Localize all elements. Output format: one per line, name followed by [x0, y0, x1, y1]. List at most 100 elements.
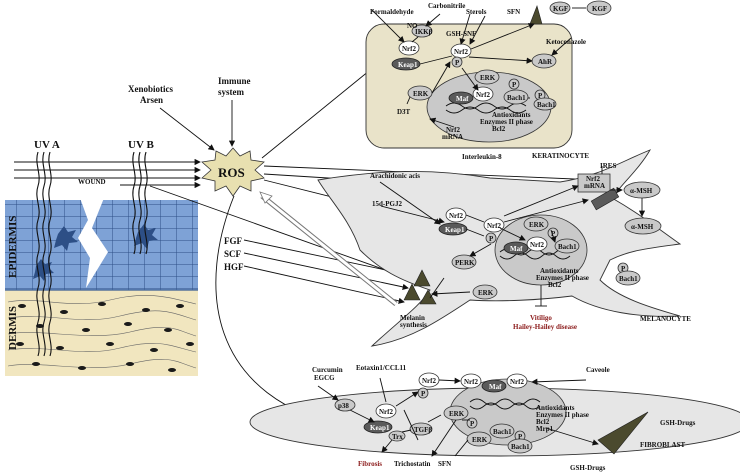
k-mrna-2: mRNA	[442, 133, 463, 141]
uv-a-rays	[36, 151, 52, 357]
m-arach-label: Arachidonic acis	[370, 172, 420, 180]
fgf-label: FGF	[224, 236, 242, 246]
melanin-to-ros-arrow	[259, 191, 398, 306]
epidermis-label: EPIDERMIS	[7, 216, 19, 278]
k-nrf2-a: Nrf2	[402, 45, 416, 53]
k-p3: P	[538, 92, 543, 100]
m-mrna-1: Nrf2	[586, 175, 600, 183]
k-bach1-a: Bach1	[507, 94, 526, 102]
f-erk-1: ERK	[449, 410, 465, 418]
xenobiotics-label: Xenobiotics	[128, 84, 173, 94]
arsen-label: Arsen	[140, 95, 163, 105]
m-antiox-2: Enzymes II phase	[536, 274, 589, 282]
uva-label: UV A	[34, 139, 60, 151]
f-egcg-label: EGCG	[314, 374, 335, 382]
f-erk-2: ERK	[472, 436, 488, 444]
f-keap1: Keap1	[370, 424, 390, 432]
f-curcumin-label: Curcumin	[312, 366, 343, 374]
k-maf: Maf	[456, 95, 469, 103]
ikkb-label: IKKβ	[415, 28, 433, 36]
m-perk: PERK	[455, 259, 475, 267]
f-nrf2-b: Nrf2	[422, 377, 436, 385]
dermis-cells	[16, 302, 194, 372]
m-maf: Maf	[510, 245, 523, 253]
k-p1: P	[455, 59, 460, 67]
wound-gap	[78, 198, 108, 288]
carbonitrile-label: Carbonitrile	[428, 2, 465, 10]
f-maf: Maf	[489, 383, 502, 391]
kgf-label-1: KGF	[553, 5, 568, 13]
fibroblast-cell: Curcumin EGCG Eotaxin1/CCL11 Caveole p38…	[249, 364, 740, 472]
ros-label: ROS	[218, 165, 245, 180]
f-eotaxin-label: Eotaxin1/CCL11	[356, 364, 407, 372]
no-label: NO	[407, 22, 418, 30]
k-il8: Interleukin-8	[462, 153, 502, 161]
k-erk-2: ERK	[480, 74, 496, 82]
f-p3: P	[518, 433, 523, 441]
f-caveole-label: Caveole	[586, 366, 610, 374]
m-bach1-a: Bach1	[558, 243, 577, 251]
scf-label: SCF	[224, 249, 242, 259]
melanocyte-title: MELANOCYTE	[640, 315, 691, 323]
keratinocyte-cell: Formaldehyde Carbonitrile Sterols SFN NO…	[365, 0, 612, 161]
m-p2: P	[551, 230, 556, 238]
m-p3: P	[621, 265, 626, 273]
wound-label: WOUND	[78, 178, 106, 186]
hgf-label: HGF	[224, 262, 244, 272]
keratinocyte-title: KERATINOCYTE	[532, 152, 589, 160]
m-antiox-1: Antioxidants	[540, 267, 579, 275]
k-antiox-3: Bcl2	[492, 125, 506, 133]
k-keap1: Keap1	[398, 61, 418, 69]
f-bach1-a: Bach1	[493, 428, 512, 436]
m-melanin-1: Melanin	[400, 314, 425, 322]
f-antiox-1: Antioxidants	[536, 404, 575, 412]
k-erk-1: ERK	[413, 90, 429, 98]
m-erk-1: ERK	[529, 221, 545, 229]
k-ahr: AhR	[538, 58, 553, 66]
m-pgj2-label: 15d-PGJ2	[372, 200, 402, 208]
m-bach1-b: Bach1	[619, 275, 638, 283]
f-tgfb: TGFβ	[414, 426, 432, 434]
f-bach1-b: Bach1	[511, 443, 530, 451]
immune-label-1: Immune	[218, 76, 251, 86]
f-trichostatin: Trichostatin	[394, 460, 431, 468]
k-p2: P	[512, 81, 517, 89]
m-nrf2-a: Nrf2	[449, 212, 463, 220]
m-p1: P	[489, 235, 494, 243]
f-nrf2-c: Nrf2	[464, 378, 478, 386]
f-nrf2-d: Nrf2	[510, 378, 524, 386]
formaldehyde-label: Formaldehyde	[370, 8, 414, 16]
f-p38: p38	[338, 402, 349, 410]
f-antiox-4: Mrp1	[536, 425, 554, 433]
k-d3t: D3T	[397, 108, 411, 116]
m-melanin-2: synthesis	[400, 321, 427, 329]
kgf-label-2: KGF	[592, 5, 607, 13]
ketoconazole-label: Ketoconazole	[546, 38, 586, 46]
m-hailey: Hailey-Hailey disease	[513, 323, 577, 331]
ros-sources: ROS Xenobiotics Arsen Immune system FGF …	[128, 76, 265, 272]
m-ires-label: IRES	[600, 162, 616, 170]
f-p2: P	[470, 420, 475, 428]
m-vitiligo: Vitiligo	[530, 314, 552, 322]
f-nrf2-a: Nrf2	[379, 408, 393, 416]
sterols-label: Sterols	[466, 8, 487, 16]
f-gsh-2: GSH-Drugs	[570, 464, 606, 472]
m-nrf2-c: Nrf2	[530, 241, 544, 249]
f-gsh-1: GSH-Drugs	[660, 419, 696, 427]
skin-section: UV A UV B WOUND EPIDERMIS DERMIS	[5, 139, 201, 376]
f-p1: P	[421, 390, 426, 398]
dermis-label: DERMIS	[7, 306, 19, 350]
gsh-snf-label: GSH-SNF	[446, 30, 476, 38]
uvb-label: UV B	[128, 139, 154, 151]
m-nrf2-b: Nrf2	[487, 222, 501, 230]
k-nrf2-b: Nrf2	[454, 48, 468, 56]
f-antiox-2: Enzymes II phase	[536, 411, 589, 419]
f-antiox-3: Bcl2	[536, 418, 550, 426]
uv-b-rays	[132, 151, 148, 255]
k-bach1-b: Bach1	[537, 101, 556, 109]
m-erk-2: ERK	[478, 289, 494, 297]
m-amsh-1: α-MSH	[630, 187, 653, 195]
k-antiox-1: Antioxidants	[492, 111, 531, 119]
uv-to-ros-arrows	[14, 158, 201, 189]
